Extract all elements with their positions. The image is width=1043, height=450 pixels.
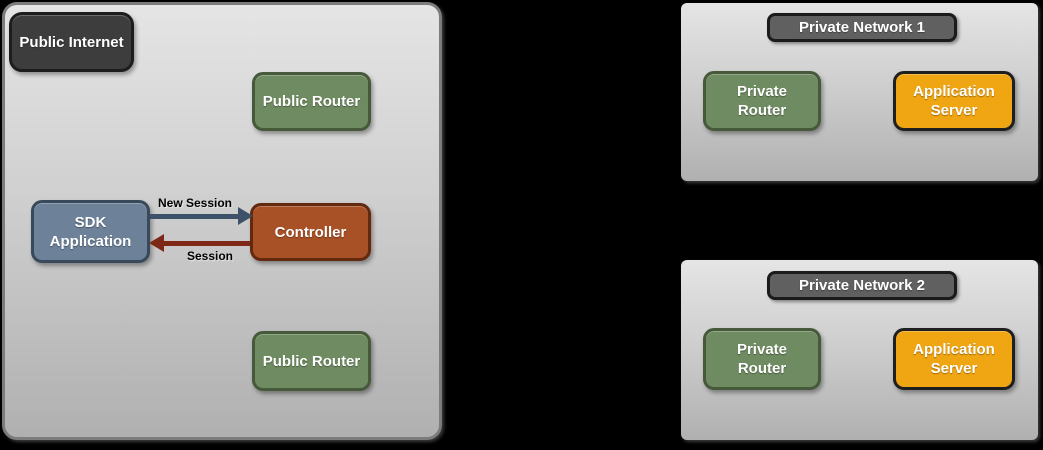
- controller-node: Controller: [250, 203, 371, 261]
- session-arrowhead-icon: [149, 234, 164, 252]
- new-session-arrow-shaft: [150, 214, 239, 219]
- session-arrow-label: Session: [186, 249, 234, 263]
- sdk-application-node: SDK Application: [31, 200, 150, 263]
- private-network-2-title: Private Network 2: [767, 271, 957, 300]
- public-internet-label-node: Public Internet: [9, 12, 134, 72]
- new-session-arrow-label: New Session: [157, 196, 233, 210]
- private-router-2-node: Private Router: [703, 328, 821, 390]
- application-server-2-node: Application Server: [893, 328, 1015, 390]
- session-arrow-shaft: [164, 241, 250, 246]
- new-session-arrowhead-icon: [238, 207, 253, 225]
- private-network-1-title: Private Network 1: [767, 13, 957, 42]
- private-router-1-node: Private Router: [703, 71, 821, 131]
- application-server-1-node: Application Server: [893, 71, 1015, 131]
- public-router-bottom-node: Public Router: [252, 331, 371, 391]
- public-router-top-node: Public Router: [252, 72, 371, 131]
